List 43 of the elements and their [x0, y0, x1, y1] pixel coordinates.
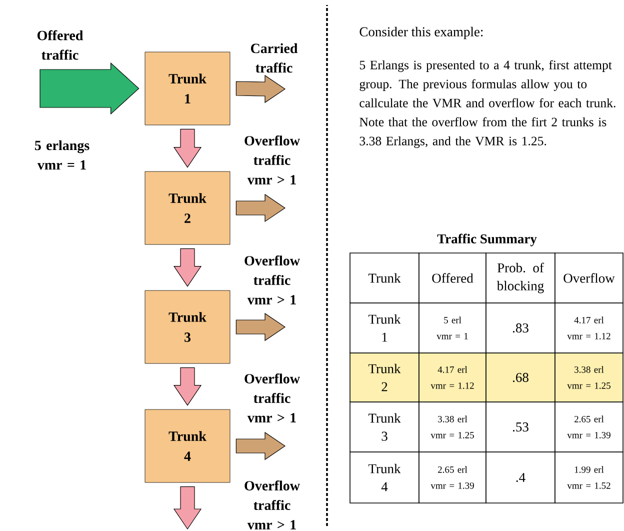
flow-label: Overflow traffic vmr > 1 [244, 480, 300, 530]
table-cell: .53 [486, 402, 556, 452]
block-arrow [173, 248, 202, 287]
table-cell: 3.38 erl vmr = 1.25 [554, 352, 624, 402]
trunk-box: Trunk 4 [144, 409, 230, 483]
table-cell: Overflow [554, 252, 624, 304]
block-arrow [236, 312, 286, 342]
explanation-text: 5 Erlangs is presented to a 4 trunk, first attempt group. The previous formulas allow you to callculate the VMR and overflow for each trunk. Note that the overflow from the firt 2 trunks is 3.38 Erlangs, and the VMR is 1.25. [360, 60, 616, 148]
table-cell: Prob. of blocking [486, 252, 556, 304]
table-cell: 1.99 erl vmr = 1.52 [554, 452, 624, 504]
trunk-box: Trunk 2 [144, 171, 230, 245]
table-cell: Trunk [350, 252, 420, 304]
intro-text: Consider this example: [360, 26, 483, 40]
table-title: Traffic Summary [437, 234, 537, 246]
table-cell: 2.65 erl vmr = 1.39 [418, 452, 486, 504]
flow-label: Offered traffic [38, 30, 84, 60]
table-cell: 4.17 erl vmr = 1.12 [554, 302, 624, 354]
table-cell: .68 [486, 352, 556, 402]
table-cell: 3.38 erl vmr = 1.25 [418, 402, 486, 452]
trunk-box: Trunk 3 [144, 290, 230, 364]
block-arrow [236, 194, 286, 222]
block-arrow [173, 128, 202, 168]
block-arrow [236, 432, 286, 460]
trunk-box: Trunk 1 [144, 52, 230, 126]
block-arrow [236, 74, 286, 104]
block-arrow [173, 367, 202, 406]
table-cell: 4.17 erl vmr = 1.12 [418, 352, 486, 402]
table-cell: .4 [486, 452, 556, 504]
table-cell: Trunk 2 [350, 352, 420, 402]
table-cell: Trunk 3 [350, 402, 420, 452]
table-cell: Offered [418, 252, 486, 304]
flow-label: Overflow traffic vmr > 1 [244, 256, 300, 304]
table-cell: 2.65 erl vmr = 1.39 [554, 402, 624, 452]
flow-label: Carried traffic [250, 43, 298, 73]
flow-label: Overflow traffic vmr > 1 [244, 136, 300, 184]
block-arrow [173, 486, 202, 530]
table-cell: 5 erl vmr = 1 [418, 302, 486, 354]
flow-label: 5 erlangs vmr = 1 [34, 140, 90, 170]
table-cell: Trunk 1 [350, 302, 420, 354]
table-cell: Trunk 4 [350, 452, 420, 504]
flow-label: Overflow traffic vmr > 1 [244, 374, 300, 422]
table-cell: .83 [486, 302, 556, 354]
block-arrow [40, 62, 140, 115]
